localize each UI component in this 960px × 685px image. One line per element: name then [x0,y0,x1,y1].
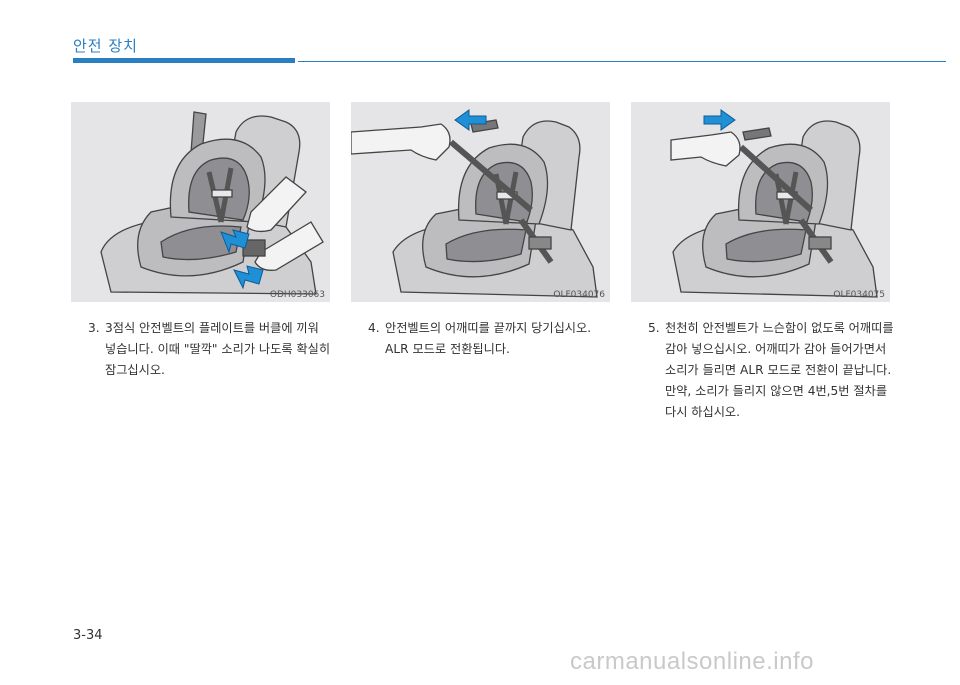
step-3: 3. 3점식 안전벨트의 플레이트를 버클에 끼워 넣습니다. 이때 "딸깍" … [88,318,338,381]
figure-code: OLF034075 [833,290,885,300]
step-text: 3점식 안전벨트의 플레이트를 버클에 끼워 넣습니다. 이때 "딸깍" 소리가… [105,321,331,377]
car-seat-illustration [351,109,598,298]
figure-code: ODH033063 [269,290,325,300]
step-number: 5. [648,321,660,335]
step-number: 4. [368,321,380,335]
figure-code: OLF034076 [553,290,605,300]
watermark: carmanualsonline.info [570,648,814,675]
insert-arrow-icon [220,229,250,254]
page-number: 3-34 [73,628,103,643]
step-text: 천천히 안전벨트가 느슨함이 없도록 어깨띠를 감아 넣으십시오. 어깨띠가 감… [665,321,894,377]
step-number: 3. [88,321,100,335]
figure-buckle-insert: ODH033063 [71,102,330,302]
header-rule-thin [298,61,946,62]
figure-retract-shoulder-belt: OLF034075 [631,102,890,302]
car-seat-illustration [670,109,878,298]
retract-right-arrow-icon [703,109,736,131]
section-title: 안전 장치 [73,37,138,55]
pull-left-arrow-icon [454,109,487,131]
car-seat-illustration [100,111,324,295]
step-5: 5. 천천히 안전벨트가 느슨함이 없도록 어깨띠를 감아 넣으십시오. 어깨띠… [648,318,898,423]
push-arrow-icon [233,265,264,290]
figure-pull-shoulder-belt: OLF034076 [351,102,610,302]
step-text: 안전벨트의 어깨띠를 끝까지 당기십시오. ALR 모드로 전환됩니다. [385,321,592,356]
step-note: 만약, 소리가 들리지 않으면 4번,5번 절차를 다시 하십시오. [665,384,888,419]
step-4: 4. 안전벨트의 어깨띠를 끝까지 당기십시오. ALR 모드로 전환됩니다. [368,318,618,360]
header-rule-thick [73,58,295,63]
